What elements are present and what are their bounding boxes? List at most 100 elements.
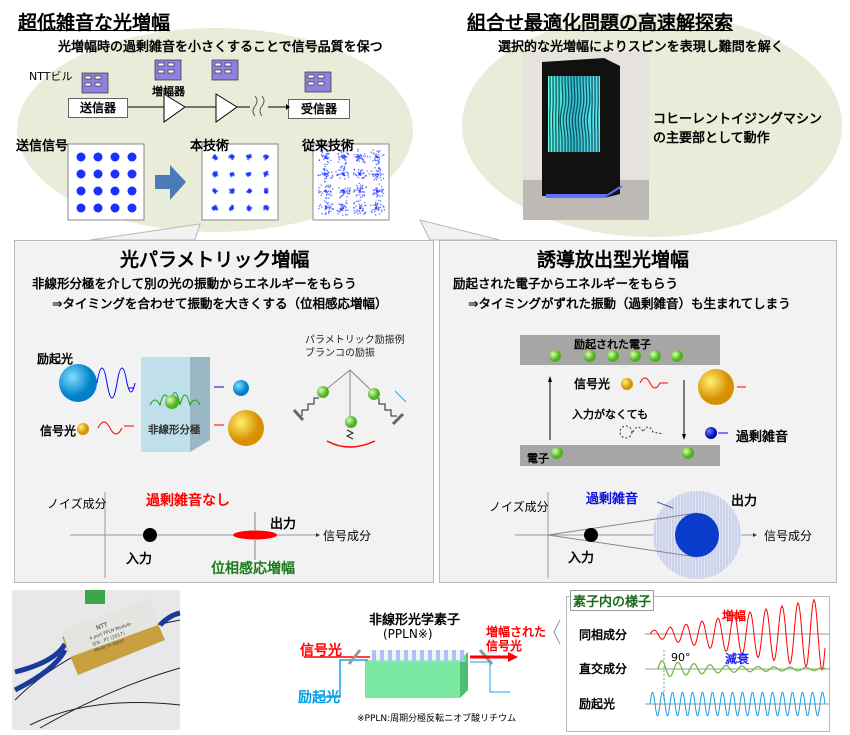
constellation-point [371, 209, 374, 211]
constellation-point [361, 195, 364, 198]
constellation-point [359, 153, 362, 156]
module-brand: NTT [95, 621, 109, 632]
constellation-point [347, 192, 350, 195]
constellation-point [377, 206, 380, 209]
nonlinear-element-title: 非線形光学素子 [369, 613, 461, 628]
constellation-point [319, 203, 322, 206]
poling-domain [420, 650, 424, 662]
constellation-point [345, 155, 348, 158]
constellation-point [344, 178, 346, 180]
constellation-point [375, 154, 377, 157]
constellation-point [346, 187, 349, 189]
constellation-point [215, 174, 218, 177]
constellation-point [339, 169, 342, 172]
building-icon [81, 59, 332, 94]
constellation-point [247, 190, 250, 194]
parametric-title: 光パラメトリック増幅 [120, 249, 310, 271]
constellation-point [320, 190, 322, 193]
constellation-point [359, 207, 361, 210]
constellation-point [365, 204, 367, 207]
constellation-point [355, 188, 357, 191]
constellation-point [365, 175, 367, 178]
constellation-point [344, 187, 347, 190]
constellation-point [337, 210, 339, 212]
constellation-point [347, 153, 350, 156]
constellation-point [357, 150, 359, 152]
constellation-point [326, 205, 328, 208]
constellation-point [93, 186, 103, 196]
input-label: 入力 [126, 552, 153, 567]
constellation-point [360, 204, 363, 206]
constellation-point [362, 160, 364, 163]
constellation-point [353, 153, 355, 156]
stimulated-line2: ⇒タイミングがずれた振動（過剰雑音）も生まれてしまう [468, 296, 791, 311]
output-label: 出力 [270, 517, 297, 532]
constellation-point [343, 157, 345, 159]
constellation-point [346, 190, 348, 193]
constellation-point [127, 152, 137, 162]
phase-sensitive-label: 位相感応増幅 [211, 561, 295, 577]
constellation-point [326, 203, 329, 205]
constellation-point [330, 203, 333, 206]
swing-example-line2: ブランコの励振 [305, 348, 375, 359]
no-excess-noise-label: 過剰雑音なし [146, 493, 230, 509]
receiver-box: 受信器 [288, 99, 350, 119]
constellation-point [363, 202, 366, 204]
constellation-point [339, 196, 341, 199]
constellation-point [325, 197, 328, 200]
constellation-point [325, 190, 327, 192]
constellation-point [377, 156, 380, 159]
constellation-point [127, 169, 137, 179]
constellation-point [355, 211, 357, 214]
constellation-point [375, 175, 378, 177]
constellation-point [322, 167, 325, 170]
constellation-point [380, 185, 383, 188]
constellation-point [338, 156, 340, 159]
constellation-point [379, 149, 381, 152]
poling-domain [404, 650, 408, 662]
poling-domain [380, 650, 384, 662]
amplify-label: 増幅 [722, 609, 747, 623]
constellation-point [353, 201, 356, 204]
constellation-point [355, 153, 358, 156]
constellation-point [362, 209, 365, 212]
constellation-point [344, 174, 346, 177]
constellation-point [324, 208, 327, 211]
constellation-point [341, 191, 343, 194]
constellation-point [363, 194, 366, 197]
constellation-point [342, 171, 344, 174]
amplified-signal-line2: 信号光 [486, 639, 523, 653]
constellation-point [375, 155, 378, 158]
constellation-point [375, 178, 378, 181]
constellation-point [375, 153, 377, 155]
constellation-point [374, 159, 377, 161]
constellation-point [228, 156, 231, 159]
constellation-point [212, 206, 215, 210]
constellation-point [323, 178, 326, 180]
constellation-point [377, 175, 380, 177]
constellation-point [342, 191, 345, 194]
constellation-point [358, 205, 361, 208]
constellation-point [359, 193, 361, 196]
constellation-point [355, 200, 358, 203]
constellation-point [327, 184, 329, 187]
constellation-point [347, 174, 349, 176]
constellation-point [110, 169, 120, 179]
constellation-point [382, 192, 385, 195]
constellation-point [327, 201, 329, 204]
constellation-point [383, 206, 385, 208]
constellation-point [379, 174, 382, 177]
constellation-point [356, 189, 359, 191]
constellation-point [363, 153, 366, 155]
constellation-point [247, 154, 250, 157]
constellation-point [342, 174, 344, 176]
constellation-point [320, 194, 323, 197]
constellation-point [375, 187, 377, 190]
constellation-point [329, 192, 332, 195]
constellation-point [264, 187, 267, 191]
constellation-point [372, 153, 374, 155]
constellation-point [324, 165, 327, 168]
constellation-point [346, 202, 348, 204]
